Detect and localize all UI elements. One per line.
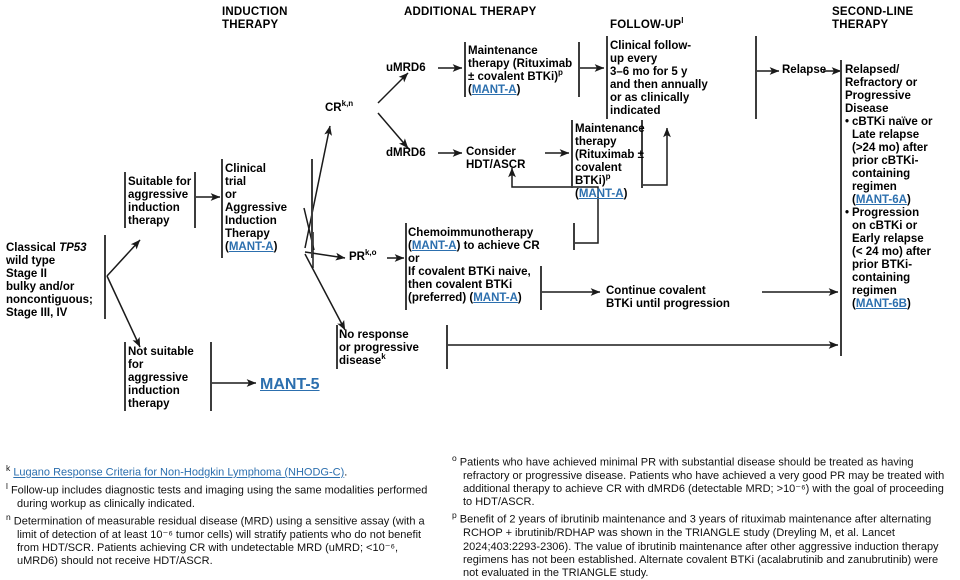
node-clinical-followup: Clinical follow- up every 3–6 mo for 5 y… [610, 40, 708, 117]
footnote-l-marker: l [6, 480, 8, 491]
node-maintenance-therapy-umrd6: Maintenance therapy (Rituximab ± covalen… [468, 45, 573, 96]
bracket-maintenance-mid-left [571, 120, 573, 188]
node-umrd6: uMRD6 [386, 62, 426, 74]
header-second-line: SECOND-LINE THERAPY [832, 6, 914, 31]
node-suitable-for-aggressive-induction: Suitable for aggressive induction therap… [128, 176, 192, 227]
bullet-2-text: Progression on cBTKi or Early relapse (<… [852, 207, 931, 297]
chemo-line-1: Chemoimmunotherapy [408, 227, 534, 239]
footnotes-left-column: k Lugano Response Criteria for Non-Hodgk… [6, 462, 436, 568]
footnotes-right-column: o Patients who have achieved minimal PR … [452, 452, 956, 580]
bracket-chemo-right-upper [573, 223, 575, 250]
maintenance-mid-link[interactable]: MANT-A [578, 188, 624, 200]
header-followup-superscript: l [681, 15, 684, 25]
bracket-suitable-right [194, 172, 196, 228]
bracket-notsuitable-left [124, 342, 126, 411]
footnote-o: o Patients who have achieved minimal PR … [452, 452, 956, 509]
bracket-followup-left [606, 36, 608, 119]
bullet-2-link[interactable]: MANT-6B [855, 298, 907, 310]
maintenance-top-superscript: p [558, 68, 563, 78]
header-followup: FOLLOW-UPl [610, 6, 760, 31]
header-followup-label: FOLLOW-UP [610, 18, 682, 31]
bullet-1-link[interactable]: MANT-6A [855, 194, 907, 206]
chemo-line-3: If covalent BTKi naive, [408, 266, 531, 278]
bullet-1-text: cBTKi naïve or Late relapse (>24 mo) aft… [852, 116, 933, 193]
induction-therapy-lines: Clinical trial or Aggressive Induction T… [225, 163, 288, 240]
node-continue-covalent-btki: Continue covalent BTKi until progression [606, 285, 730, 310]
induction-therapy-link[interactable]: MANT-A [228, 241, 274, 253]
footnote-n-marker: n [6, 511, 11, 522]
bracket-induction-left [221, 159, 223, 258]
node-maintenance-therapy-dmrd6: Maintenance therapy (Rituximab ± covalen… [575, 123, 645, 200]
node-cr-response: CRk,n [325, 99, 354, 115]
chemo-link-1[interactable]: MANT-A [411, 240, 457, 252]
footnote-l-text: Follow-up includes diagnostic tests and … [10, 484, 428, 510]
bracket-presentation-right [104, 235, 106, 319]
node-induction-therapy: Clinical trial or Aggressive Induction T… [225, 163, 288, 253]
maintenance-mid-lines: Maintenance therapy (Rituximab ± covalen… [575, 123, 645, 187]
bracket-followup-right [755, 36, 757, 119]
second-line-bullet-2: • Progression on cBTKi or Early relapse … [845, 207, 931, 310]
chemo-link-2[interactable]: MANT-A [473, 292, 518, 304]
cr-superscript: k,n [341, 99, 354, 109]
chemo-line-5-pre: (preferred) ( [408, 292, 474, 304]
node-chemoimmunotherapy-block: Chemoimmunotherapy (MANT-A) to achieve C… [408, 227, 580, 305]
chemo-or: or [408, 253, 420, 265]
maintenance-top-lines: Maintenance therapy (Rituximab ± covalen… [468, 45, 573, 83]
bracket-maintenance-top-right [578, 42, 580, 97]
bracket-noresponse-right [446, 325, 448, 369]
footnote-p-marker: p [452, 510, 457, 521]
mant-5-link-text: MANT-5 [260, 376, 320, 393]
bracket-chemo-left [405, 223, 407, 310]
footnote-k-marker: k [6, 463, 11, 473]
chemo-line-2: (MANT-A) to achieve CR [408, 240, 540, 252]
cr-label: CR [325, 102, 342, 114]
header-induction: INDUCTION THERAPY [222, 6, 288, 31]
second-line-bullet-1: • cBTKi naïve or Late relapse (>24 mo) a… [845, 116, 933, 206]
node-pr-response: PRk,o [349, 248, 377, 264]
footnote-p-text: Benefit of 2 years of ibrutinib maintena… [459, 514, 939, 579]
bracket-notsuitable-right [210, 342, 212, 411]
bracket-maintenance-mid-right [641, 120, 643, 188]
bracket-secondline-left [840, 60, 842, 356]
maintenance-top-link[interactable]: MANT-A [471, 84, 517, 96]
footnote-k-tail: . [344, 466, 348, 479]
link-mant-5[interactable]: MANT-5 [260, 376, 320, 394]
chemo-line-2-tail: ) to achieve CR [456, 240, 540, 252]
chemo-line-5-post: ) [517, 292, 522, 304]
footnote-k-link[interactable]: Lugano Response Criteria for Non-Hodgkin… [13, 466, 345, 479]
footnote-p: p Benefit of 2 years of ibrutinib mainte… [452, 509, 956, 580]
footnote-k: k Lugano Response Criteria for Non-Hodgk… [6, 462, 436, 480]
node-not-suitable-for-aggressive-induction: Not suitable for aggressive induction th… [128, 346, 194, 410]
bracket-suitable-left [124, 172, 126, 228]
node-consider-hdt-ascr: Consider HDT/ASCR [466, 146, 526, 171]
maintenance-mid-superscript: p [605, 172, 611, 182]
bullet-dot-icon-1: • [845, 116, 850, 128]
bracket-chemo-right-lower [540, 266, 542, 310]
footnote-n-text: Determination of measurable residual dis… [13, 515, 425, 568]
bracket-noresponse-left [336, 325, 338, 369]
node-no-response-or-progressive-disease: No response or progressive diseasek [339, 329, 447, 368]
gene-name-tp53: TP53 [59, 242, 87, 254]
bracket-induction-right [311, 159, 313, 258]
pr-label: PR [349, 251, 365, 263]
no-response-superscript: k [381, 352, 386, 362]
chemo-line-5: (preferred) (MANT-A) [408, 292, 580, 305]
node-relapse: Relapse [782, 64, 827, 76]
header-additional-therapy: ADDITIONAL THERAPY [404, 6, 537, 18]
bullet-dot-icon-2: • [845, 207, 850, 219]
footnote-n: n Determination of measurable residual d… [6, 511, 436, 568]
node-dmrd6: dMRD6 [386, 147, 426, 159]
node-second-line-therapy: Relapsed/ Refractory or Progressive Dise… [845, 64, 957, 311]
pr-superscript: k,o [364, 248, 377, 258]
node-presentation: Classical TP53 wild type Stage II bulky … [6, 242, 93, 319]
footnote-o-marker: o [452, 453, 457, 463]
footnote-o-text: Patients who have achieved minimal PR wi… [459, 456, 945, 509]
no-response-lines: No response or progressive disease [339, 329, 419, 367]
chemo-line-4: then covalent BTKi [408, 279, 513, 291]
second-line-title: Relapsed/ Refractory or Progressive Dise… [845, 64, 918, 115]
bracket-maintenance-top-left [464, 42, 466, 97]
footnote-l: l Follow-up includes diagnostic tests an… [6, 480, 436, 511]
